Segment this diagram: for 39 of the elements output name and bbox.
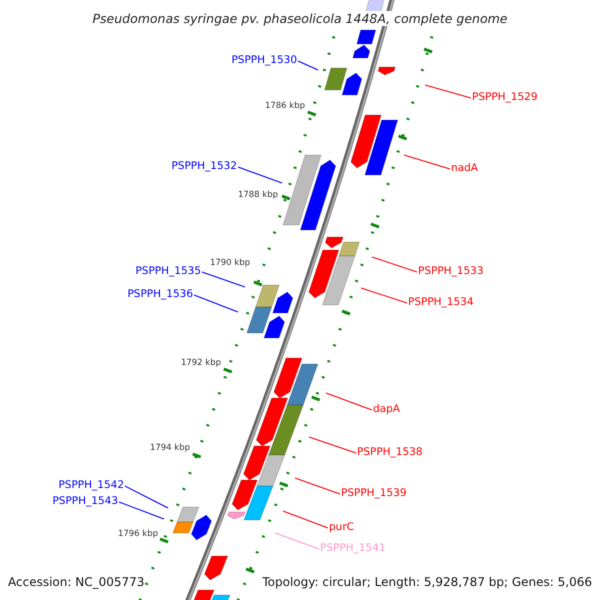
footer-text: Topology: circular; Length: 5,928,787 bp; Genes: 5,066: [262, 575, 592, 589]
tick-label: 1790 kbp: [210, 258, 250, 268]
tick-label: 1786 kbp: [264, 101, 305, 111]
gene-label: PSPPH_1541: [320, 542, 386, 554]
leader-line: [404, 154, 450, 170]
leader-line: [298, 60, 318, 70]
gene-label: PSPPH_1532: [171, 160, 237, 172]
tick-label: 1788 kbp: [238, 190, 278, 200]
leader-line: [202, 272, 246, 288]
leader-line: [308, 436, 356, 454]
gene-label: PSPPH_1534: [408, 296, 474, 308]
gene-label: dapA: [373, 403, 400, 415]
tick-label: 1796 kbp: [118, 529, 158, 539]
leader-line: [274, 532, 320, 550]
leader-line: [294, 478, 340, 494]
leader-line: [124, 486, 168, 508]
leader-line: [282, 510, 328, 528]
leader-line: [238, 166, 282, 184]
diagram-title: Pseudomonas syringae pv. phaseolicola 1448A, complete genome: [90, 11, 510, 26]
gene-label: PSPPH_1543: [52, 495, 118, 507]
leader-line: [372, 256, 418, 272]
leader-line: [424, 84, 472, 98]
gene-label: purC: [329, 521, 354, 533]
leader-line: [360, 288, 408, 304]
gene-label: PSPPH_1533: [418, 265, 484, 277]
gene-label: PSPPH_1539: [341, 487, 407, 499]
leader-line: [118, 502, 164, 520]
gene-label: PSPPH_1538: [357, 446, 423, 458]
gene-label: PSPPH_1535: [135, 265, 201, 277]
gene-label: PSPPH_1542: [58, 479, 124, 491]
leader-line: [326, 392, 372, 410]
gene-label: PSPPH_1536: [127, 288, 193, 300]
gene-label: PSPPH_1529: [472, 91, 538, 103]
gene-label: PSPPH_1530: [231, 54, 297, 66]
leader-line: [194, 294, 238, 312]
tick-label: 1794 kbp: [150, 443, 190, 453]
footer-text: Accession: NC_005773: [8, 575, 144, 589]
tick-label: 1792 kbp: [180, 358, 221, 368]
gene-label: nadA: [451, 162, 478, 174]
